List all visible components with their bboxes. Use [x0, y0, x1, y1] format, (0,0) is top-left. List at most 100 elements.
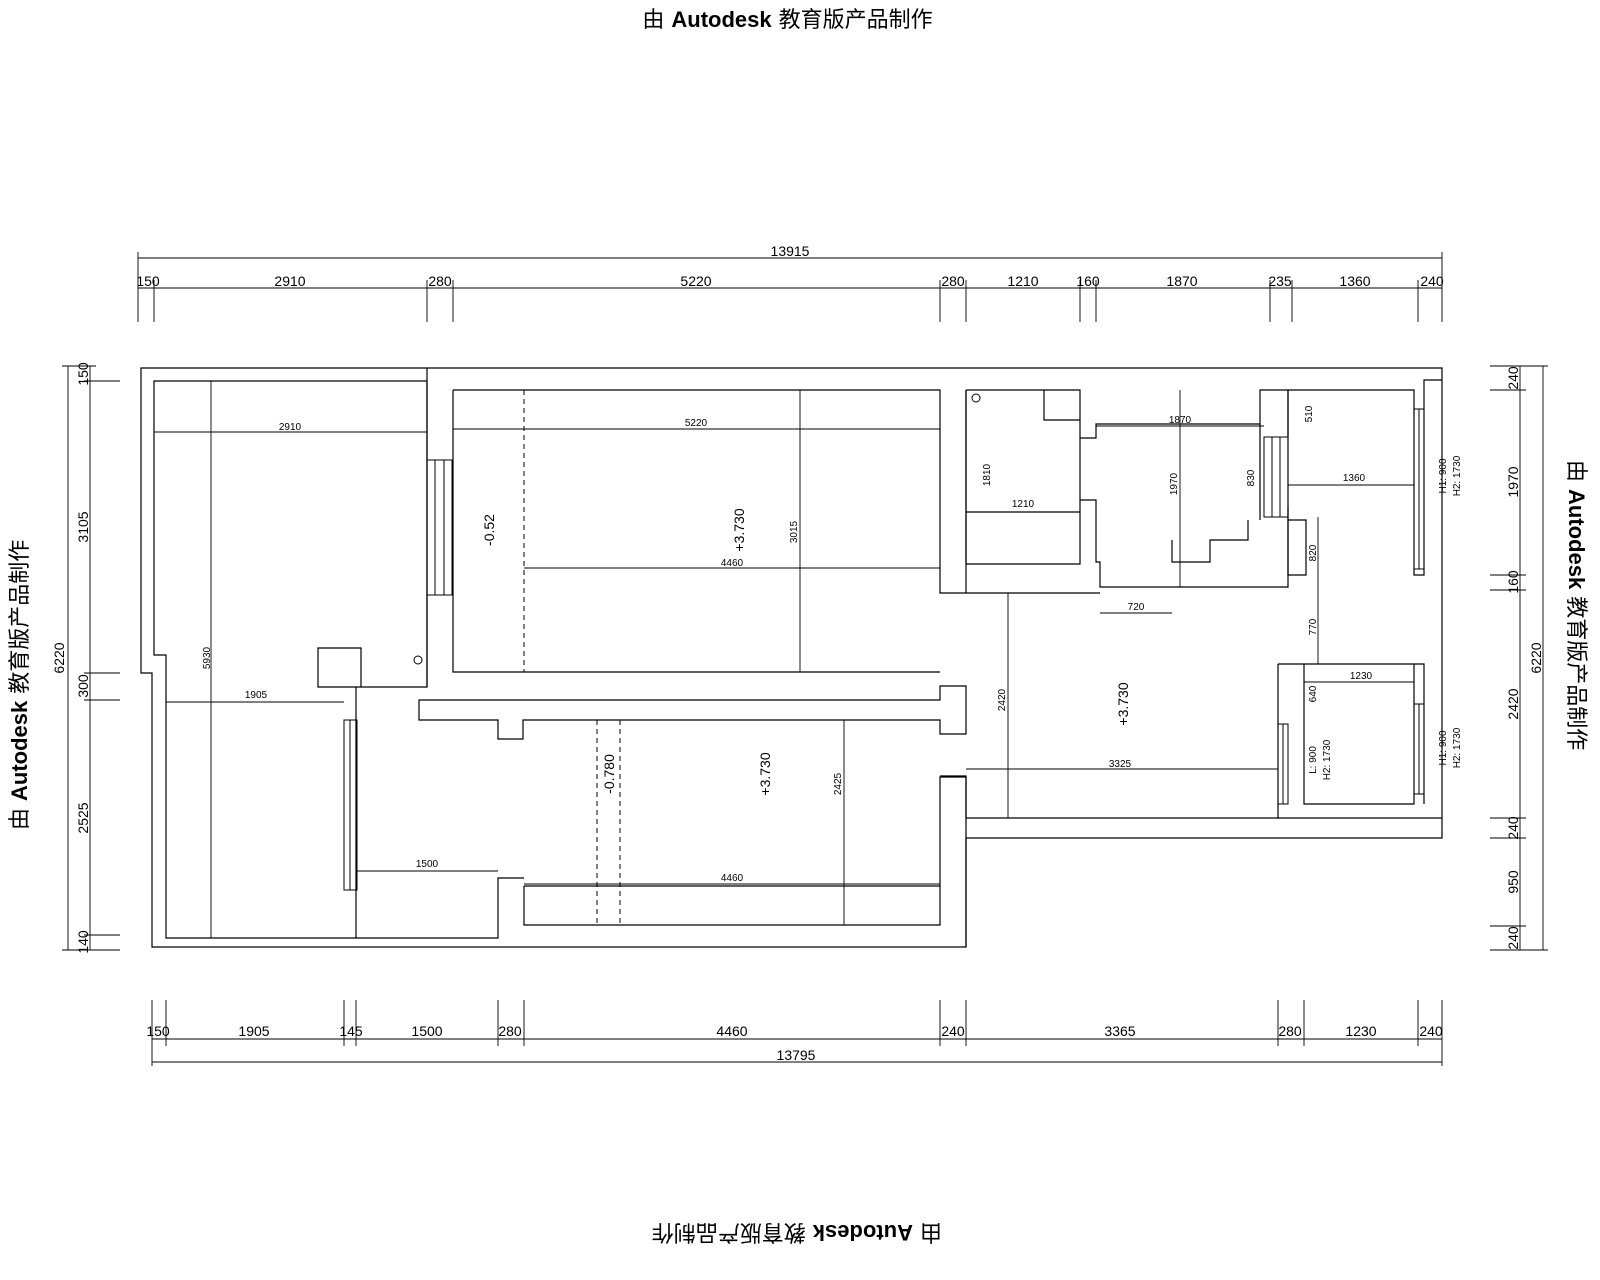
dim-label: 720	[1128, 602, 1145, 613]
dim-segment: 1360	[1339, 273, 1370, 289]
bedroom-bottom-wall	[356, 776, 967, 947]
interior-dimensions: 2910 5930 5220 3015 4460 1905 1500 2425 …	[154, 381, 1414, 938]
watermark-brand: Autodesk	[671, 7, 772, 32]
dim-label: 3015	[789, 520, 800, 543]
window-note: H2: 1730	[1452, 727, 1463, 768]
dim-total-right: 6220	[1528, 642, 1544, 673]
dim-segment: 240	[1505, 926, 1521, 950]
dim-segment: 1870	[1166, 273, 1197, 289]
beam-lines	[523, 390, 621, 925]
dim-segment: 2910	[274, 273, 305, 289]
watermark-suffix: 教育版产品制作	[778, 8, 933, 33]
dim-label: 1810	[982, 463, 993, 486]
pipe-icon	[413, 655, 423, 665]
dim-label: 1360	[1343, 473, 1366, 484]
dim-label: 1500	[416, 859, 439, 870]
walls	[140, 367, 1443, 948]
window-note: H2: 1730	[1322, 739, 1333, 780]
dim-label: 2425	[833, 772, 844, 795]
dim-label: 1210	[1012, 499, 1035, 510]
windows	[343, 408, 1425, 891]
outer-wall	[140, 367, 1443, 948]
dim-label: 3325	[1109, 759, 1132, 770]
window-note: L: 900	[1308, 746, 1319, 774]
dim-label: 1230	[1350, 671, 1373, 682]
left-room-wall	[153, 380, 428, 939]
watermark-top: 由 Autodesk 教育版产品制作	[0, 2, 1575, 34]
dim-label: 2910	[279, 422, 302, 433]
bath-wall	[1171, 424, 1261, 563]
dim-label: 510	[1304, 405, 1315, 422]
dim-label: 820	[1308, 544, 1319, 561]
dim-segment: 2525	[75, 802, 91, 833]
dim-segment: 150	[146, 1023, 170, 1039]
dim-segment: 240	[941, 1023, 965, 1039]
dim-segment: 150	[75, 362, 91, 386]
dim-label: 1970	[1169, 472, 1180, 495]
dim-total-top: 13915	[771, 243, 810, 259]
kitchen-counter	[966, 438, 1081, 513]
dim-segment: 280	[428, 273, 452, 289]
kitchen-wall	[965, 389, 1289, 588]
top-dimensions: 13915 150 2910 280 5220 280 1210 160 187…	[136, 243, 1444, 322]
level-label: +3.730	[1115, 682, 1131, 725]
dim-segment: 3105	[75, 511, 91, 542]
dim-segment: 1970	[1505, 466, 1521, 497]
dim-total-left: 6220	[51, 642, 67, 673]
dim-total-bottom: 13795	[777, 1047, 816, 1063]
dim-segment: 1500	[411, 1023, 442, 1039]
dim-segment: 240	[1505, 816, 1521, 840]
dim-segment: 145	[339, 1023, 363, 1039]
dim-segment: 280	[498, 1023, 522, 1039]
level-label: +3.730	[757, 752, 773, 795]
dim-label: 2420	[997, 688, 1008, 711]
dim-segment: 280	[1278, 1023, 1302, 1039]
window-note: H2: 1730	[1452, 455, 1463, 496]
dim-label: 4460	[721, 558, 744, 569]
dim-segment: 5220	[680, 273, 711, 289]
window-notes: H1: 900 H2: 1730 L: 900 H2: 1730 H1: 900…	[1308, 455, 1463, 780]
dim-segment: 160	[1505, 570, 1521, 594]
right-top-room-wall	[1287, 379, 1442, 576]
dim-segment: 3365	[1104, 1023, 1135, 1039]
window-note: H1: 900	[1438, 730, 1449, 765]
dim-label: 830	[1246, 469, 1257, 486]
level-marks: -0.52 +3.730 -0.780 +3.730 +3.730	[481, 508, 1131, 795]
dim-segment: 150	[136, 273, 160, 289]
dim-segment: 240	[1420, 273, 1444, 289]
dim-segment: 1905	[238, 1023, 269, 1039]
right-bottom-room-wall	[940, 663, 1425, 819]
dim-segment: 1210	[1007, 273, 1038, 289]
dim-segment: 1230	[1345, 1023, 1376, 1039]
dim-label: 1905	[245, 690, 268, 701]
right-dimensions: 240 1970 160 2420 240 950 240 6220	[1490, 365, 1548, 951]
dim-segment: 235	[1268, 273, 1292, 289]
dim-segment: 140	[75, 930, 91, 954]
dim-segment: 2420	[1505, 688, 1521, 719]
watermark-prefix: 由	[642, 8, 665, 33]
window-bath	[1263, 436, 1289, 518]
pipe-icon	[971, 393, 981, 403]
level-label: -0.52	[481, 514, 497, 546]
dim-label: 5930	[202, 646, 213, 669]
dim-label: 770	[1308, 618, 1319, 635]
dim-segment: 300	[75, 674, 91, 698]
level-label: +3.730	[731, 508, 747, 551]
dim-segment: 950	[1505, 870, 1521, 894]
bottom-dimensions: 150 1905 145 1500 280 4460 240 3365 280 …	[146, 1000, 1443, 1066]
dim-segment: 240	[1419, 1023, 1443, 1039]
left-dimensions: 150 3105 300 2525 140 6220	[51, 362, 120, 954]
dim-label: 4460	[721, 873, 744, 884]
dim-segment: 4460	[716, 1023, 747, 1039]
dim-label: 640	[1308, 685, 1319, 702]
dim-segment: 280	[941, 273, 965, 289]
dim-segment: 160	[1076, 273, 1100, 289]
bedroom-top-wall	[452, 389, 967, 673]
dim-label: 5220	[685, 418, 708, 429]
level-label: -0.780	[601, 754, 617, 794]
window-left	[426, 459, 453, 596]
dim-segment: 240	[1505, 366, 1521, 390]
window-note: H1: 900	[1438, 458, 1449, 493]
living-wall	[966, 592, 1442, 819]
